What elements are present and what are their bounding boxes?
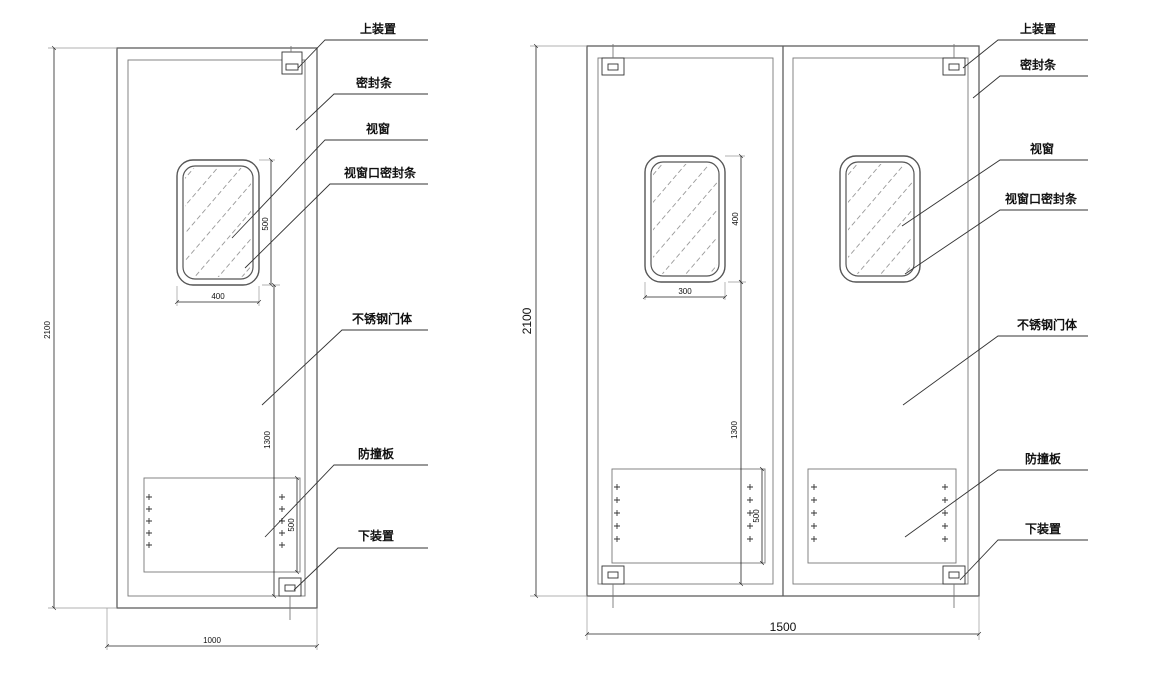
right-kick-plate-left xyxy=(611,468,766,564)
left-width-dimension: 1000 xyxy=(104,608,320,650)
left-window-bottom-dimension: 1300 xyxy=(262,282,280,599)
double-door-drawing: 2100 1500 300 400 1300 xyxy=(520,21,1088,640)
left-window-width-value: 400 xyxy=(211,292,225,301)
left-label-bottom-device: 下装置 xyxy=(358,528,394,543)
left-window-bottom-value: 1300 xyxy=(263,431,272,449)
left-kick-height-dimension: 500 xyxy=(287,475,300,575)
left-label-seal-strip: 密封条 xyxy=(356,75,393,90)
left-window-width-dimension: 400 xyxy=(174,286,262,306)
right-window-bottom-dimension: 1300 xyxy=(728,279,746,587)
right-callouts: 上装置 密封条 视窗 视窗口密封条 不锈钢门体 防撞板 下装置 xyxy=(901,21,1088,581)
left-label-door-body: 不锈钢门体 xyxy=(352,311,413,326)
right-width-dimension: 1500 xyxy=(584,596,982,640)
right-bottom-device-left xyxy=(601,565,625,608)
left-window-height-value: 500 xyxy=(261,217,270,231)
right-window-height-dimension: 400 xyxy=(725,153,745,285)
right-window-width-dimension: 300 xyxy=(642,282,728,300)
right-window-width-value: 300 xyxy=(678,287,692,296)
right-label-seal-strip: 密封条 xyxy=(1020,57,1057,72)
right-vision-window-left xyxy=(644,155,726,283)
right-label-kick-plate: 防撞板 xyxy=(1025,451,1062,466)
left-label-top-device: 上装置 xyxy=(360,21,396,36)
right-label-bottom-device: 下装置 xyxy=(1025,521,1061,536)
left-top-device xyxy=(281,46,303,75)
left-bottom-device xyxy=(278,577,302,620)
right-height-value: 2100 xyxy=(520,307,534,334)
right-label-window: 视窗 xyxy=(1030,141,1054,156)
left-callouts: 上装置 密封条 视窗 视窗口密封条 不锈钢门体 防撞板 下装置 xyxy=(231,21,428,591)
right-label-door-body: 不锈钢门体 xyxy=(1017,317,1078,332)
right-label-window-seal: 视窗口密封条 xyxy=(1005,191,1078,206)
left-vision-window xyxy=(176,159,260,286)
left-width-value: 1000 xyxy=(203,636,221,645)
left-label-window: 视窗 xyxy=(366,121,390,136)
left-height-value: 2100 xyxy=(43,321,52,339)
right-width-value: 1500 xyxy=(770,620,797,634)
right-door-leaf-left xyxy=(597,57,774,585)
left-label-window-seal: 视窗口密封条 xyxy=(344,165,417,180)
right-kick-plate-right xyxy=(807,468,957,564)
left-label-kick-plate: 防撞板 xyxy=(358,446,395,461)
right-top-device-right xyxy=(942,44,966,76)
left-kick-height-value: 500 xyxy=(287,518,296,532)
right-top-device-left xyxy=(601,44,625,76)
left-height-dimension: 2100 xyxy=(43,45,117,611)
right-window-height-value: 400 xyxy=(731,212,740,226)
right-vision-window-right xyxy=(839,155,921,283)
right-door-leaf-right xyxy=(792,57,969,585)
right-kick-height-dimension: 500 xyxy=(752,466,765,566)
right-kick-height-value: 500 xyxy=(752,509,761,523)
left-door-panel xyxy=(127,59,306,597)
single-door-drawing: 2100 1000 400 500 1300 xyxy=(43,21,428,650)
left-door-outer-frame xyxy=(116,47,318,609)
right-height-dimension: 2100 xyxy=(520,43,587,599)
right-label-top-device: 上装置 xyxy=(1020,21,1056,36)
left-window-height-dimension: 500 xyxy=(259,157,275,288)
left-kick-plate-screws-left xyxy=(146,494,152,548)
right-window-bottom-value: 1300 xyxy=(730,421,739,439)
right-bottom-device-right xyxy=(942,565,966,608)
